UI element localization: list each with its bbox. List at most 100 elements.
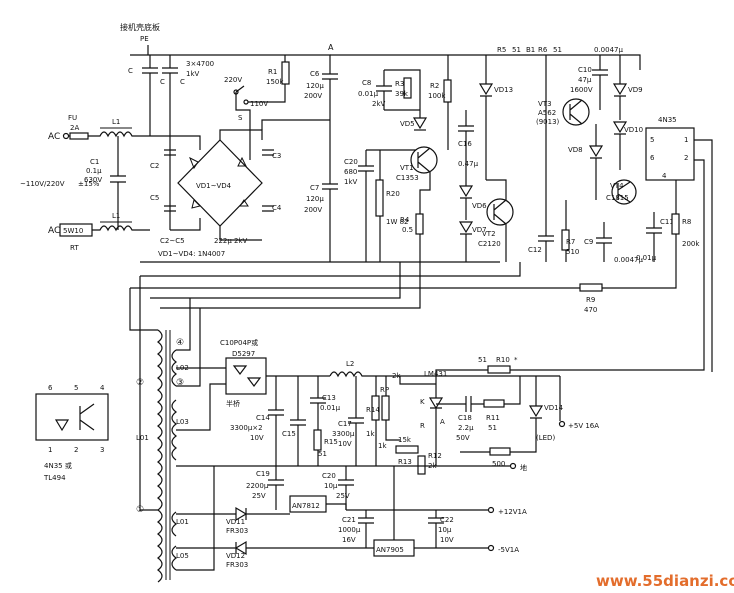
- bridge-label: VD1~VD4: [196, 182, 232, 190]
- minus5v-label: -5V1A: [498, 546, 519, 554]
- r9-value: 470: [584, 306, 597, 314]
- vd12-leads: [176, 542, 374, 554]
- lm431-pin-r: R: [420, 422, 425, 430]
- vd7-diode: [458, 221, 474, 234]
- r12-resistor: [417, 455, 426, 475]
- plus12v-terminal[interactable]: [487, 506, 495, 514]
- r1-value: 150k: [266, 78, 284, 86]
- rp-label: RP: [380, 386, 389, 394]
- c7-voltage: 200V: [304, 206, 322, 214]
- c20-value: 680: [344, 168, 357, 176]
- op-pin6: 6: [650, 154, 655, 162]
- r4-value: 0.5: [402, 226, 413, 234]
- opto-pin3: 3: [100, 446, 104, 454]
- c12-label: C12: [528, 246, 542, 254]
- minus5v-terminal[interactable]: [487, 544, 495, 552]
- vt1-type: C1353: [396, 174, 419, 182]
- opto-led-icon: [54, 419, 70, 432]
- l03-label: L03: [176, 418, 189, 426]
- c8-cap: [376, 70, 392, 110]
- c20-r20-wire: [366, 149, 420, 262]
- r9-leads: [130, 262, 677, 289]
- r6-label: R6: [538, 46, 548, 54]
- c8-voltage: 2kV: [372, 100, 386, 108]
- vt3-alt: (9013): [536, 118, 560, 126]
- c18-value: 2.2μ: [458, 424, 474, 432]
- r10-wires: [399, 360, 705, 385]
- r8-label: R8: [682, 218, 691, 226]
- opto-pinout-ic: [35, 393, 109, 441]
- lm431-pin-a: A: [440, 418, 445, 426]
- r3-label: R3: [395, 80, 404, 88]
- vt2-label: VT2: [482, 230, 496, 238]
- switch-220: 220V: [224, 76, 242, 84]
- c2-plates: [164, 149, 176, 156]
- l2-inductor: [329, 371, 380, 378]
- c21-voltage: 16V: [342, 536, 356, 544]
- opto-name: 4N35 或: [44, 461, 72, 470]
- c9-label: C9: [584, 238, 593, 246]
- vd14-led: [528, 405, 544, 418]
- c-left-label: C: [128, 67, 133, 75]
- c20b-value: 10μ: [324, 482, 338, 490]
- vd6-diode: [458, 185, 474, 198]
- r11-value: 51: [488, 424, 497, 432]
- ac-bot-label: AC: [48, 226, 60, 236]
- lm431-shunt: [428, 397, 444, 410]
- c19-voltage: 25V: [252, 492, 266, 500]
- c3-plates: [262, 149, 274, 156]
- c13-label: C13: [322, 394, 336, 402]
- primary-connections: [129, 276, 158, 511]
- c22-label: C22: [440, 516, 454, 524]
- vd9-label: VD9: [628, 86, 643, 94]
- gnd-terminal[interactable]: [509, 462, 517, 470]
- vt2-leads: [486, 179, 507, 262]
- r10-value: 51: [478, 356, 487, 364]
- r15-value: 51: [318, 450, 327, 458]
- watermark: www.55dianzi.com: [596, 572, 734, 590]
- bridge-bot-lead: [219, 226, 262, 241]
- c21-label: C21: [342, 516, 356, 524]
- rp-value: 1k: [378, 442, 387, 450]
- r5-label: R5: [497, 46, 506, 54]
- vt1-label: VT1: [400, 164, 414, 172]
- vd7-label: VD7: [472, 226, 487, 234]
- vt3-symbol: [569, 99, 583, 125]
- r14-label: R14: [366, 406, 380, 414]
- vd14-leads: [530, 376, 542, 430]
- fu-value: 2A: [70, 124, 79, 132]
- r-500-wires: [460, 430, 537, 453]
- c15-cap: [290, 376, 306, 466]
- plus5v-terminal[interactable]: [558, 420, 566, 428]
- r20-label: R20: [386, 190, 400, 198]
- l05-label: L05: [176, 552, 189, 560]
- header-note: 接机壳底板: [120, 22, 160, 32]
- c11-value: 0.01μ: [636, 254, 657, 262]
- c18-r11-wires: [436, 376, 521, 405]
- c7-cap: [322, 160, 338, 262]
- c20b-cap: [338, 466, 354, 510]
- vd11-leads: [176, 508, 290, 520]
- r6-value: 51: [553, 46, 562, 54]
- r12-label: R12: [428, 452, 442, 460]
- vt4-type: C1815: [606, 194, 629, 202]
- l2-label: L2: [346, 360, 354, 368]
- r4-resistor: [415, 213, 424, 235]
- rt-value: 5W10: [63, 227, 83, 235]
- c1-voltage: 630V: [84, 176, 102, 184]
- primary-winding: [157, 329, 163, 583]
- c13-cap: [310, 376, 326, 430]
- vt2-transistor: [486, 198, 514, 226]
- vd11-type: FR303: [226, 527, 248, 535]
- vt2-symbol: [493, 199, 507, 225]
- bridge-top-lead: [219, 129, 263, 140]
- switch-wire: [235, 92, 251, 160]
- c7-value: 120μ: [306, 195, 324, 203]
- r10-star: *: [514, 356, 518, 364]
- c12-cap: [538, 220, 554, 262]
- c11-cap: [646, 212, 662, 262]
- r-2k-label: 2k: [392, 372, 401, 380]
- c17-voltage: 10V: [338, 440, 352, 448]
- r11-label: R11: [486, 414, 500, 422]
